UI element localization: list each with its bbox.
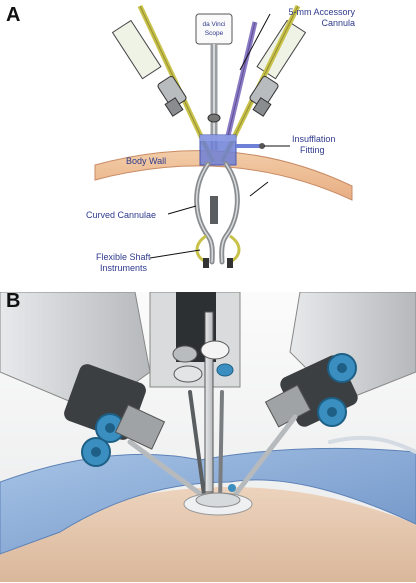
scope-label-line2: Scope [205,30,224,37]
flexible-shaft-label-line1: Flexible Shaft [96,252,151,262]
single-site-port [200,135,236,165]
insufflation-fitting [236,143,265,149]
scope-label-line1: da Vinci [202,21,225,28]
insufflation-label-line1: Insufflation [292,134,335,144]
panel-b-photo [0,292,416,582]
flexible-shaft-label-line2: Instruments [100,263,148,273]
curved-cannulae-label: Curved Cannulae [86,210,156,220]
body-wall-label: Body Wall [126,156,166,166]
accessory-cannula-label-line2: Cannula [321,18,355,28]
scope-tip [210,196,218,224]
accessory-cannula-label-line1: 5-mm Accessory [288,7,355,17]
insufflation-label-line2: Fitting [300,145,325,155]
flexible-shaft-tips [197,236,239,268]
panel-a-diagram: da Vinci Scope 5-mm Accessory Cannula In… [0,0,416,285]
panel-b-letter: B [6,290,20,313]
